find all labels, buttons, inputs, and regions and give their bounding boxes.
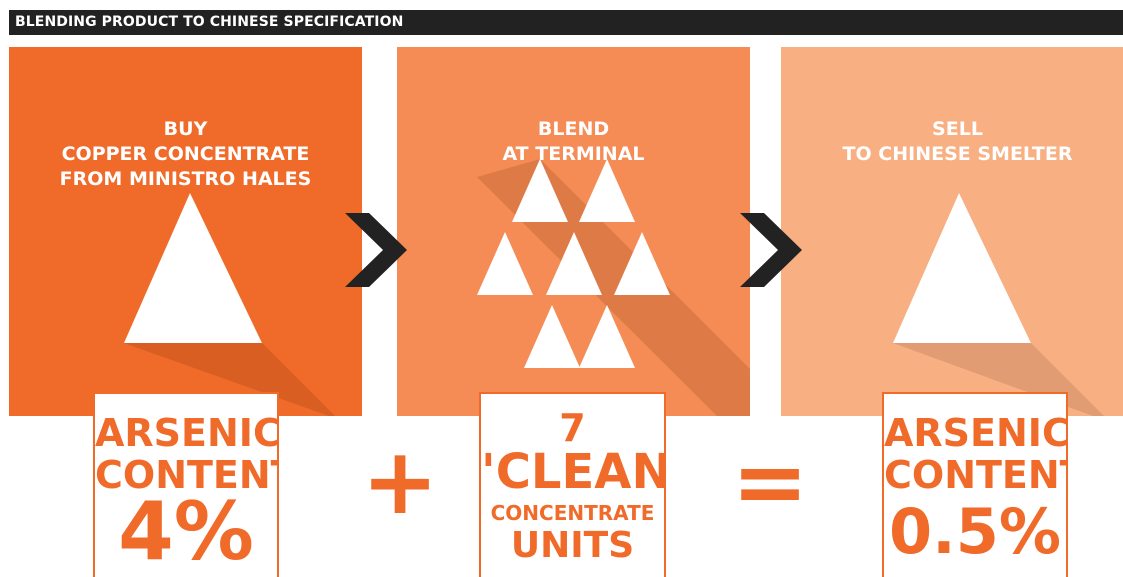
- triangle-shape: [477, 232, 533, 295]
- clean-units-box: 7 'CLEAN' CONCENTRATE UNITS: [479, 392, 666, 577]
- triangle-cluster-icon: [397, 47, 750, 416]
- clean-units-count: 7: [559, 406, 586, 450]
- cluster-shadow: [477, 159, 750, 416]
- arsenic-after-value: 0.5%: [889, 495, 1061, 568]
- chevron-right-icon: [345, 213, 407, 287]
- step-sell-panel: SELL TO CHINESE SMELTER: [781, 47, 1123, 416]
- step-heading-line: BLEND: [537, 118, 610, 140]
- step-heading-line: SELL: [932, 118, 983, 140]
- arsenic-before-box: ARSENIC CONTENT 4%: [93, 392, 279, 577]
- box-label: ARSENIC: [95, 411, 279, 455]
- box-label: CONTENT: [95, 453, 279, 497]
- triangle-shape: [579, 159, 635, 222]
- single-triangle-icon: [781, 47, 1123, 416]
- step-sell-heading: SELL TO CHINESE SMELTER: [781, 117, 1123, 167]
- chevron-right-icon: [740, 213, 802, 287]
- arsenic-after-box: ARSENIC CONTENT 0.5%: [882, 392, 1068, 577]
- step-heading-line: COPPER CONCENTRATE: [61, 143, 310, 165]
- triangle-shape: [893, 193, 1031, 343]
- box-label: CONCENTRATE: [490, 501, 655, 525]
- step-blend-panel: BLEND AT TERMINAL: [397, 47, 750, 416]
- box-label: 'CLEAN': [481, 444, 666, 500]
- triangle-shape: [614, 232, 670, 295]
- plus-operator: +: [361, 428, 439, 535]
- step-buy-heading: BUY COPPER CONCENTRATE FROM MINISTRO HAL…: [9, 117, 362, 192]
- step-heading-line: FROM MINISTRO HALES: [59, 168, 312, 190]
- triangle-shape: [512, 159, 568, 222]
- step-heading-line: BUY: [163, 118, 208, 140]
- triangle-shape: [579, 305, 635, 368]
- box-label: CONTENT: [884, 453, 1068, 497]
- single-triangle-icon: [9, 47, 362, 416]
- triangle-shape: [524, 305, 580, 368]
- step-blend-heading: BLEND AT TERMINAL: [397, 117, 750, 167]
- box-label: UNITS: [510, 525, 635, 566]
- arsenic-before-value: 4%: [118, 485, 254, 577]
- step-heading-line: TO CHINESE SMELTER: [842, 143, 1073, 165]
- triangle-shape: [124, 193, 262, 343]
- page-title: BLENDING PRODUCT TO CHINESE SPECIFICATIO…: [9, 10, 1123, 35]
- equals-operator: =: [731, 428, 809, 535]
- step-heading-line: AT TERMINAL: [502, 143, 645, 165]
- step-buy-panel: BUY COPPER CONCENTRATE FROM MINISTRO HAL…: [9, 47, 362, 416]
- box-label: ARSENIC: [884, 411, 1068, 455]
- triangle-shape: [546, 232, 602, 295]
